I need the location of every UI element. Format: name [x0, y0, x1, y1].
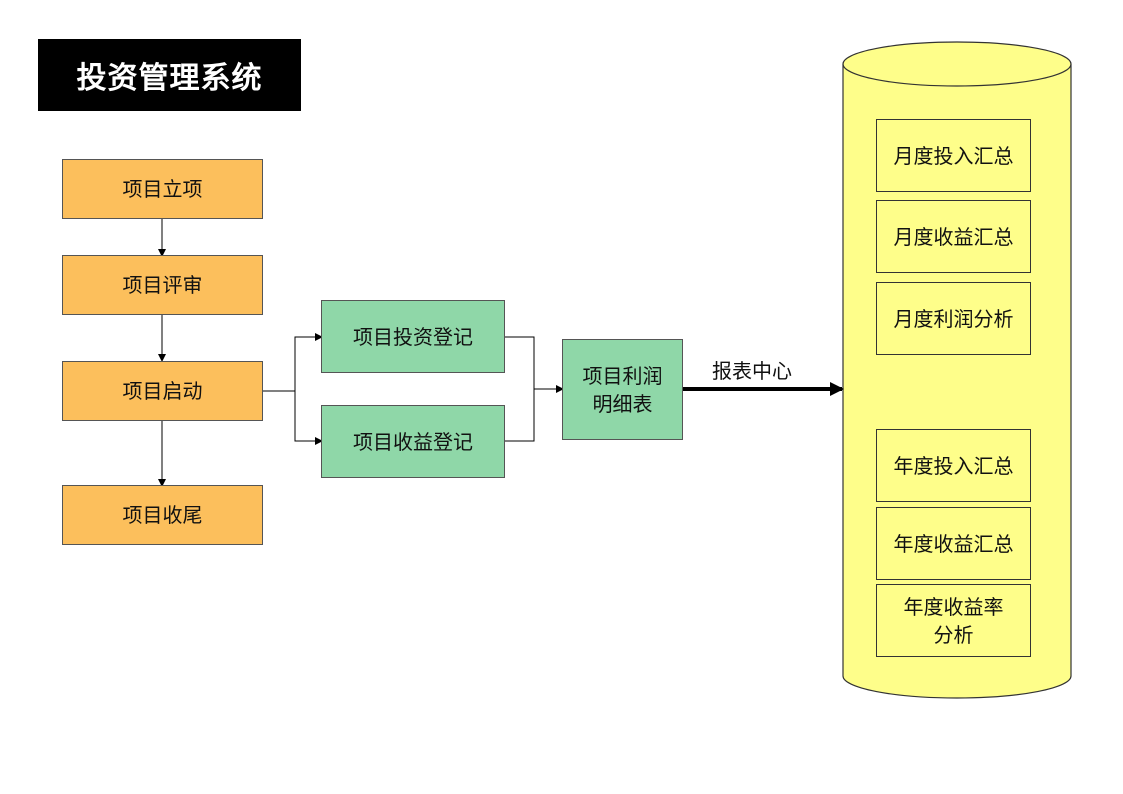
report-monthly-income: 月度收益汇总 — [876, 200, 1031, 273]
arrow-start-investment — [294, 333, 323, 391]
report-yearly-income: 年度收益汇总 — [876, 507, 1031, 580]
profit-detail-table: 项目利润 明细表 — [562, 339, 683, 440]
step-project-close: 项目收尾 — [62, 485, 263, 545]
step-project-start: 项目启动 — [62, 361, 263, 421]
income-register: 项目收益登记 — [321, 405, 505, 478]
report-center-label: 报表中心 — [712, 359, 792, 383]
page-title: 投资管理系统 — [38, 39, 301, 111]
report-yearly-return-rate: 年度收益率 分析 — [876, 584, 1031, 657]
connector-investment-merge — [504, 336, 535, 442]
report-yearly-investment: 年度投入汇总 — [876, 429, 1031, 502]
arrow-start-income — [294, 391, 323, 445]
step-project-review: 项目评审 — [62, 255, 263, 315]
investment-register: 项目投资登记 — [321, 300, 505, 373]
step-project-initiation: 项目立项 — [62, 159, 263, 219]
report-monthly-investment: 月度投入汇总 — [876, 119, 1031, 192]
report-monthly-profit: 月度利润分析 — [876, 282, 1031, 355]
